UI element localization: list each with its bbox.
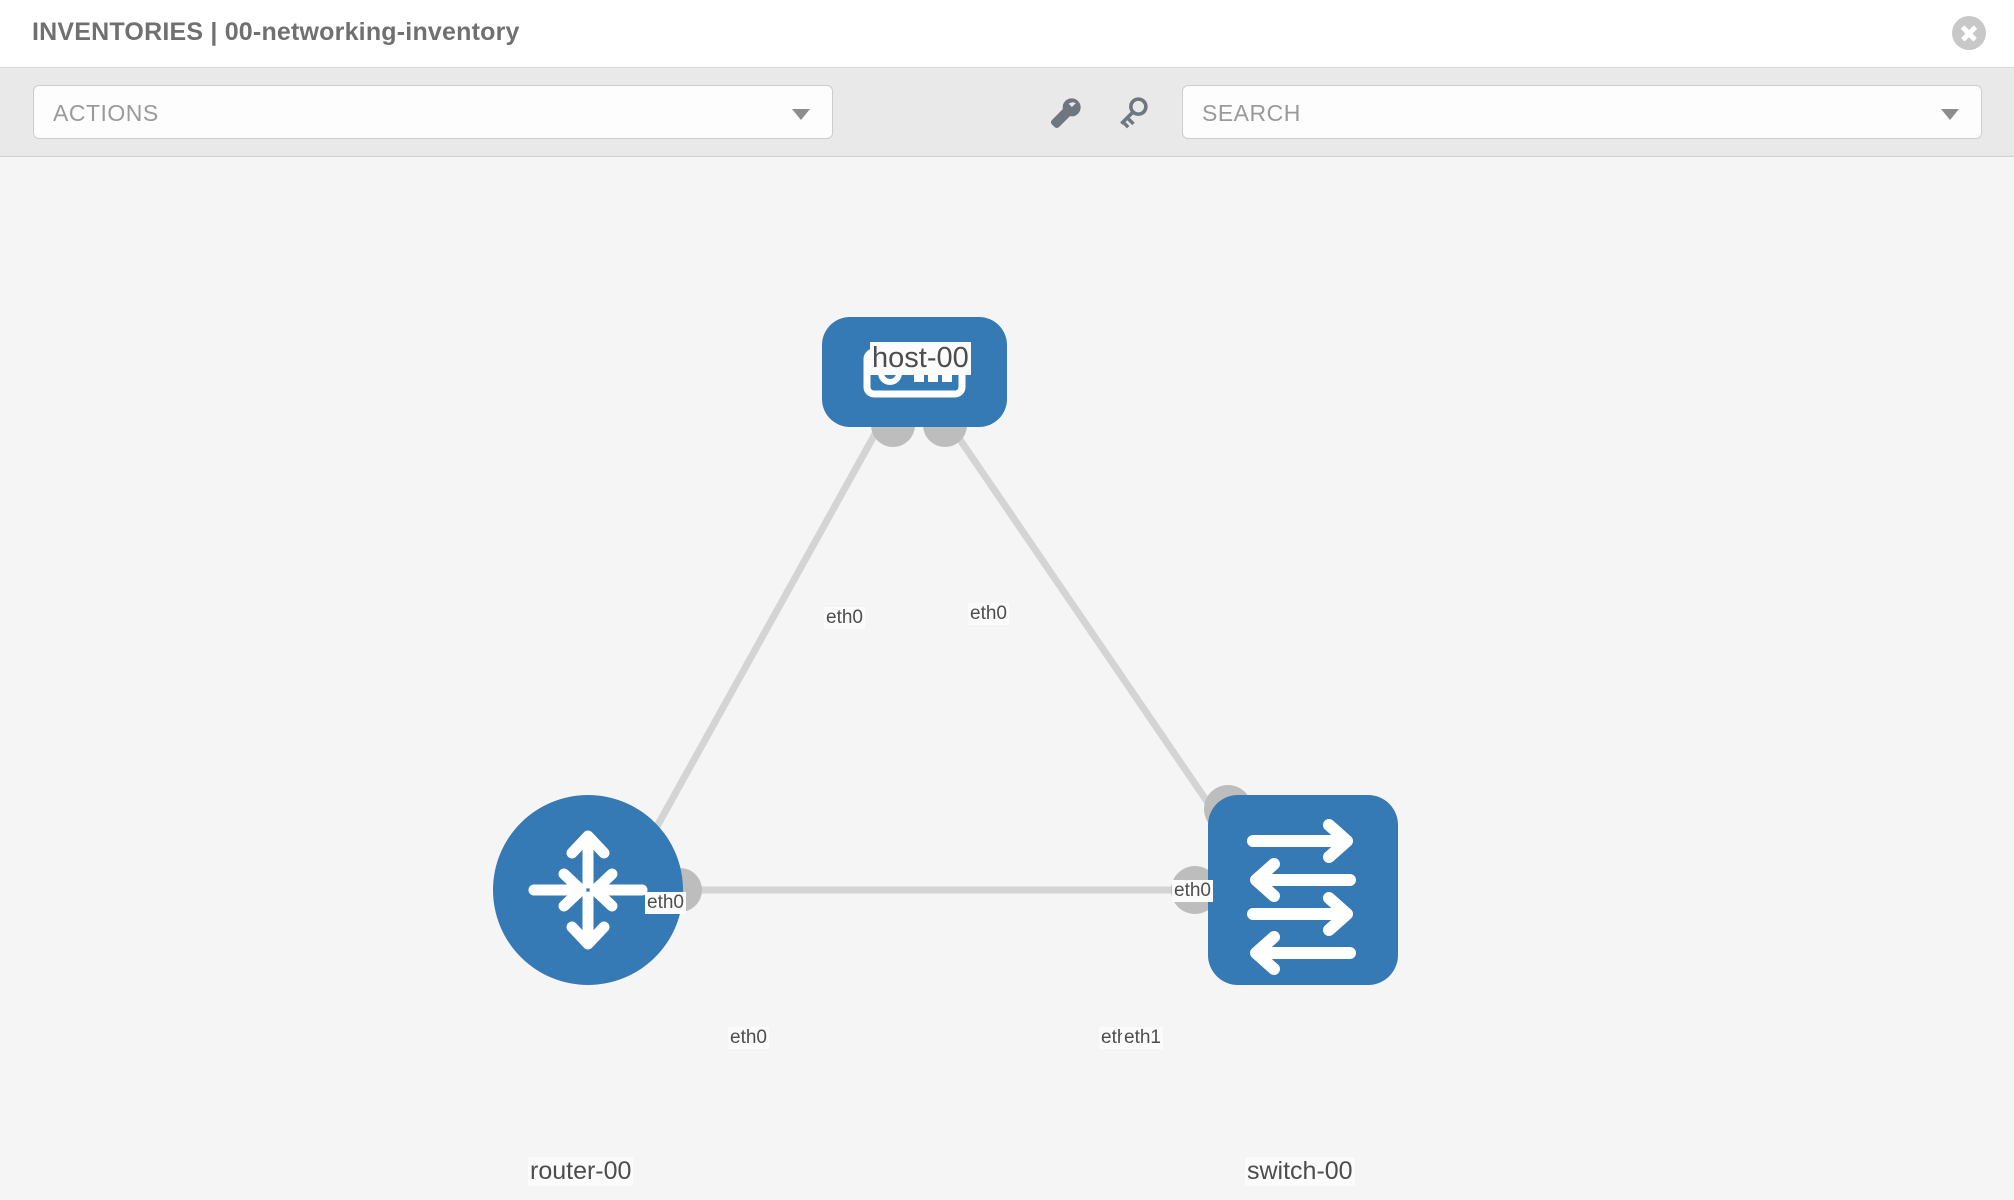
switch-arrows-icon bbox=[1247, 819, 1356, 975]
actions-dropdown-label: ACTIONS bbox=[53, 100, 159, 126]
iface-label-router00-north: eth0 bbox=[645, 892, 686, 914]
toolbar: ACTIONS SEARCH bbox=[0, 68, 2014, 157]
topology-canvas[interactable]: host-00 router-00 switch-00 eth0 eth0 et… bbox=[0, 157, 2014, 1200]
iface-label-host00-left: eth0 bbox=[824, 607, 865, 629]
page-title: INVENTORIES | 00-networking-inventory bbox=[32, 18, 520, 46]
actions-dropdown[interactable]: ACTIONS bbox=[33, 85, 833, 139]
chevron-down-icon bbox=[792, 109, 810, 120]
node-router-00 bbox=[493, 795, 683, 985]
search-input[interactable]: SEARCH bbox=[1182, 85, 1982, 139]
close-icon[interactable] bbox=[1952, 16, 1986, 50]
iface-label-router00-east: eth0 bbox=[728, 1027, 769, 1049]
edge-host00-switch00 bbox=[947, 423, 1248, 859]
iface-label-switch00-north: eth0 bbox=[1172, 880, 1213, 902]
node-label-router-00: router-00 bbox=[528, 1157, 634, 1186]
edge-host00-router00 bbox=[636, 423, 884, 859]
router-arrows-icon bbox=[528, 830, 648, 950]
node-label-switch-00: switch-00 bbox=[1245, 1157, 1355, 1186]
key-icon[interactable] bbox=[1113, 94, 1151, 132]
iface-label-switch00-west-overlap: eth bbox=[1099, 1027, 1130, 1049]
topology-graph bbox=[493, 317, 1398, 985]
node-label-host-00: host-00 bbox=[870, 342, 971, 375]
search-placeholder: SEARCH bbox=[1202, 100, 1301, 126]
page-header: INVENTORIES | 00-networking-inventory bbox=[0, 0, 2014, 68]
iface-label-switch00-west: eth1 bbox=[1122, 1027, 1163, 1049]
topology-edges bbox=[636, 423, 1248, 894]
iface-label-host00-right: eth0 bbox=[968, 603, 1009, 625]
node-switch-00 bbox=[1208, 795, 1398, 985]
wrench-icon[interactable] bbox=[1047, 94, 1085, 132]
chevron-down-icon bbox=[1941, 109, 1959, 120]
